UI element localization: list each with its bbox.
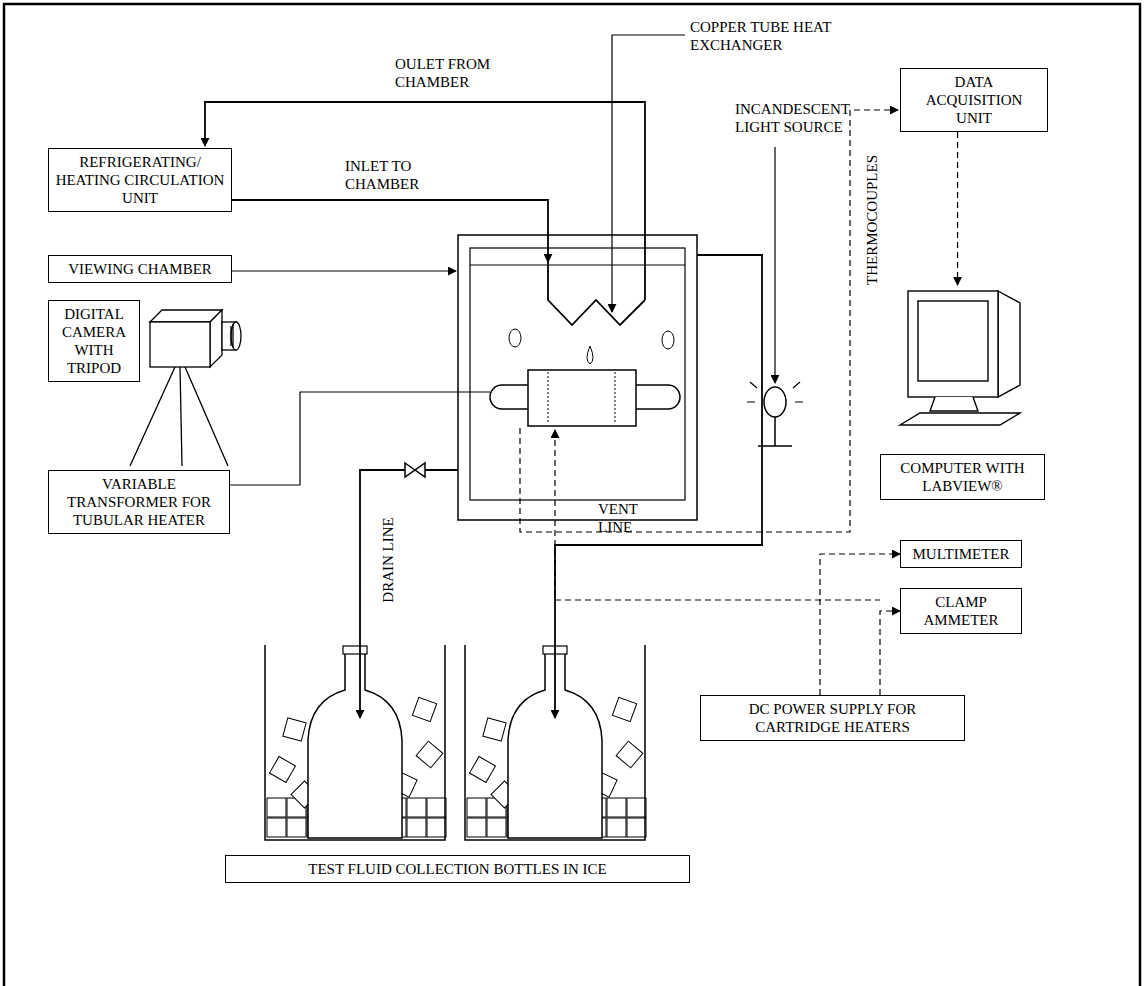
ice-cube <box>607 818 626 837</box>
vapour-bubble <box>662 331 674 349</box>
part-label: COPPER TUBE HEAT EXCHANGER <box>690 18 905 54</box>
ice-cube <box>270 757 296 783</box>
ice-cube <box>287 818 306 837</box>
caption-box: TEST FLUID COLLECTION BOTTLES IN ICE <box>225 855 690 883</box>
ice-cube <box>267 798 286 817</box>
outlet-line <box>205 102 645 300</box>
ice-cube <box>483 718 506 741</box>
ice-cube <box>487 818 506 837</box>
node-text: MULTIMETER <box>907 545 1015 563</box>
flow-label: OULET FROM CHAMBER <box>395 55 535 91</box>
drain-line <box>360 470 458 718</box>
thermocouple-wire <box>520 110 898 532</box>
signal-connector <box>880 611 900 695</box>
leader-line <box>232 270 456 271</box>
tripod-legs <box>130 367 228 466</box>
ice-cube <box>616 741 643 768</box>
leader-line <box>612 35 685 312</box>
inlet-line <box>232 200 548 262</box>
line-label: DRAIN LINE <box>379 515 397 604</box>
node-text: COMPUTER WITH LABVIEW® <box>880 454 1045 500</box>
ice-cube <box>407 798 426 817</box>
light-bulb <box>764 387 786 417</box>
chamber-outer-wall <box>458 235 697 520</box>
monitor-screen <box>918 301 988 381</box>
ice-cube <box>612 697 636 721</box>
ice-cube <box>416 741 443 768</box>
node-text: VARIABLE TRANSFORMER FOR TUBULAR HEATER <box>55 475 223 529</box>
node-text: DATA ACQUISITION UNIT <box>907 73 1041 127</box>
heater-wire <box>230 392 490 485</box>
ice-cube <box>470 757 496 783</box>
equipment-box: VARIABLE TRANSFORMER FOR TUBULAR HEATER <box>48 470 230 534</box>
monitor-case <box>908 291 998 397</box>
collection-bottle <box>308 650 402 838</box>
equipment-box: DIGITAL CAMERA WITH TRIPOD <box>48 300 140 382</box>
light-rays <box>747 382 803 402</box>
lamp-stand <box>758 417 792 446</box>
ice-cube <box>627 818 646 837</box>
vapour-bubble <box>509 329 521 347</box>
signal-connector <box>957 132 958 285</box>
ice-cube <box>427 818 446 837</box>
node-text: DC POWER SUPPLY FOR CARTRIDGE HEATERS <box>707 700 958 736</box>
power-supply-box: DC POWER SUPPLY FOR CARTRIDGE HEATERS <box>700 695 965 741</box>
node-text: CLAMP AMMETER <box>907 593 1015 629</box>
equipment-box: DATA ACQUISITION UNIT <box>900 68 1048 132</box>
flow-label: INLET TO CHAMBER <box>345 157 475 193</box>
ice-cube <box>427 798 446 817</box>
vent-line <box>555 255 762 718</box>
node-text: DIGITAL CAMERA WITH TRIPOD <box>55 305 133 377</box>
node-text: TEST FLUID COLLECTION BOTTLES IN ICE <box>232 860 683 878</box>
leader-line <box>774 147 775 383</box>
node-text: REFRIGERATING/ HEATING CIRCULATION UNIT <box>55 153 225 207</box>
line-label: VENT LINE <box>598 500 668 536</box>
lens-ring <box>231 324 233 348</box>
cartridge-power-wire <box>555 430 880 600</box>
ice-cube <box>467 818 486 837</box>
digital-camera <box>150 310 241 367</box>
liquid-level <box>470 265 685 266</box>
instrument-box: CLAMP AMMETER <box>900 588 1022 634</box>
monitor-stand <box>930 397 978 411</box>
signal-connector <box>820 554 900 695</box>
camera-body <box>150 322 210 367</box>
heater-test-block <box>528 370 636 426</box>
equipment-box: REFRIGERATING/ HEATING CIRCULATION UNIT <box>48 148 232 212</box>
ice-cube <box>407 818 426 837</box>
instrument-box: MULTIMETER <box>900 540 1022 568</box>
keyboard <box>900 413 1020 425</box>
signal-label: THERMOCOUPLES <box>863 153 881 287</box>
lens-front <box>231 322 241 350</box>
camera-side <box>210 310 222 367</box>
vapour-bubble <box>587 346 593 364</box>
page-frame <box>4 4 1140 986</box>
ice-cube <box>607 798 626 817</box>
ice-cube <box>627 798 646 817</box>
bottle-cap <box>343 646 367 654</box>
computer-node: COMPUTER WITH LABVIEW® <box>880 285 1045 500</box>
ice-cube <box>267 818 286 837</box>
cartridge-heater <box>548 372 615 424</box>
ice-container <box>265 645 645 840</box>
copper-coil <box>548 262 645 325</box>
monitor-back <box>998 291 1020 397</box>
ice-cube <box>467 798 486 817</box>
ice-cube <box>283 718 306 741</box>
callout-box: VIEWING CHAMBER <box>48 255 232 283</box>
ice-cube <box>412 697 436 721</box>
drain-valve <box>405 463 425 477</box>
chamber-inner-wall <box>470 248 685 500</box>
node-text: VIEWING CHAMBER <box>55 260 225 278</box>
part-label: INCANDESCENT LIGHT SOURCE <box>735 100 875 136</box>
computer-monitor <box>880 285 1045 435</box>
